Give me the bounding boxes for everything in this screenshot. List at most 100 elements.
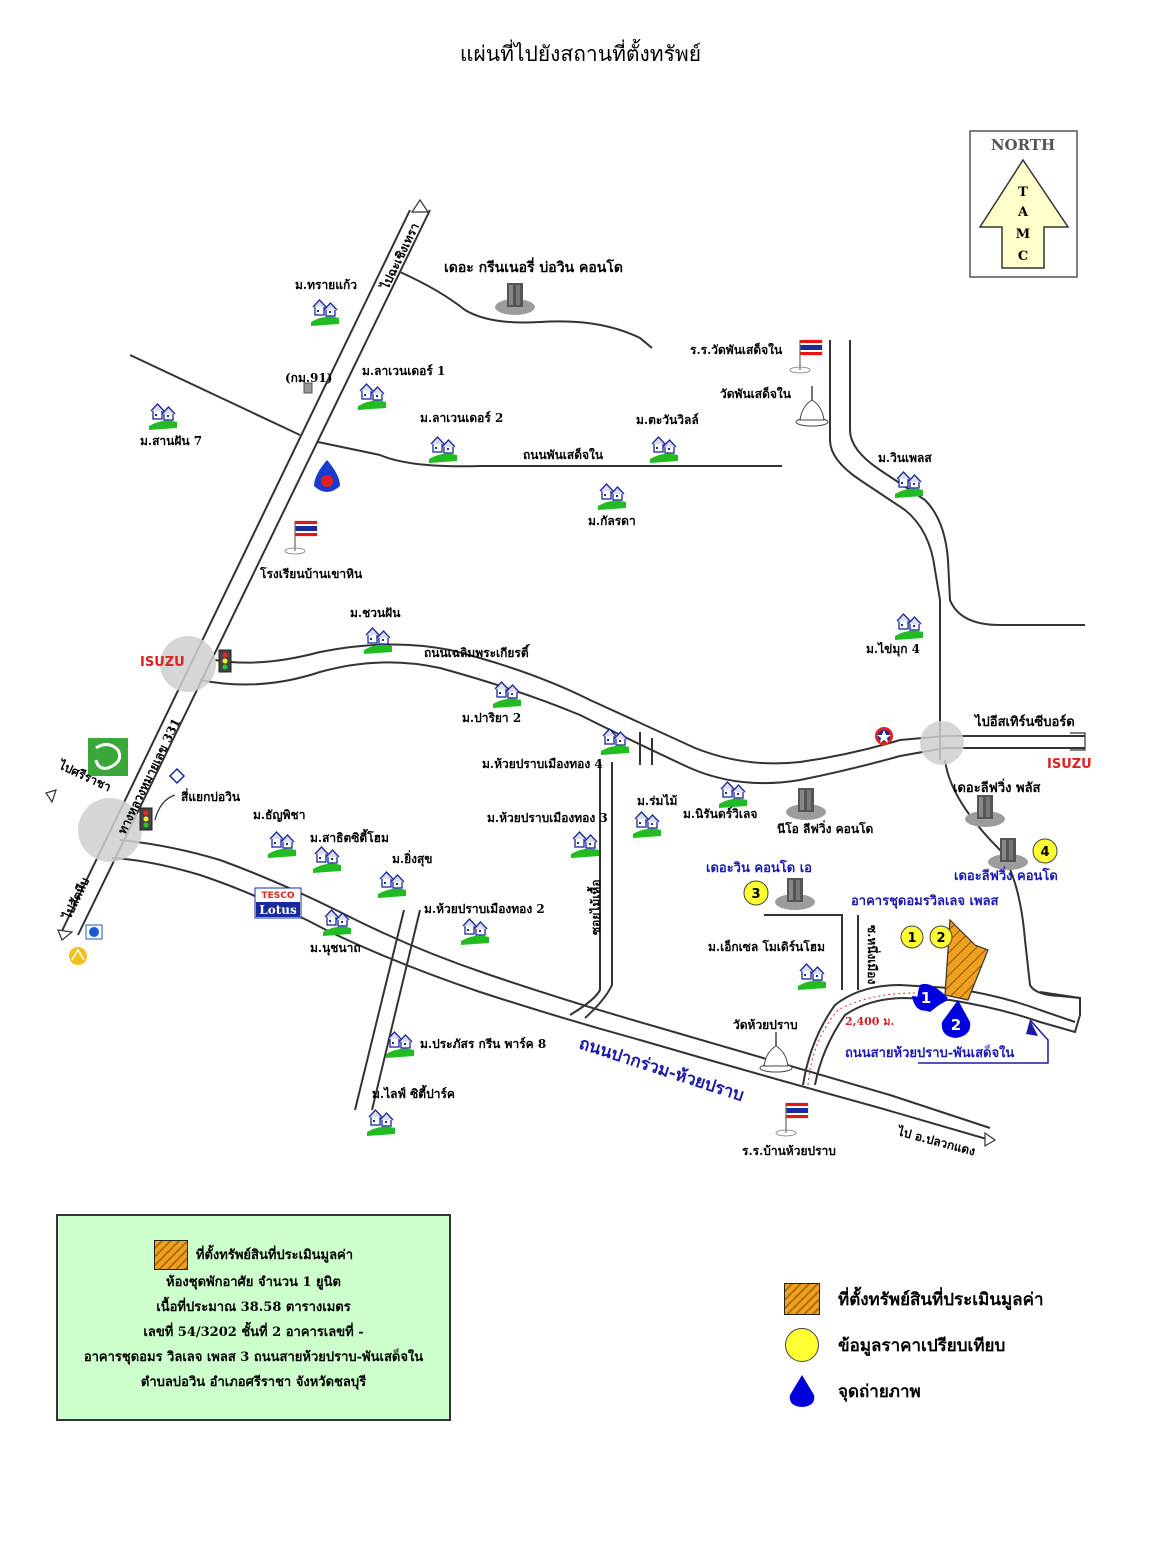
photo-point-2: 2 <box>941 1000 971 1038</box>
subject-property-marker <box>944 918 989 1001</box>
info-head: ที่ตั้งทรัพย์สินที่ประเมินมูลค่า <box>195 1247 354 1263</box>
info-line: เนื้อที่ประมาณ 38.58 ตารางเมตร <box>156 1300 351 1315</box>
road-prapas-west <box>354 909 405 1111</box>
km-marker-icon <box>303 382 313 394</box>
svg-text:4: 4 <box>1040 845 1049 860</box>
road-east-vertical-2 <box>849 340 1085 626</box>
label-sai-kaeo: ม.ทรายแก้ว <box>295 278 357 292</box>
label-kanlada: ม.กัลรดา <box>588 514 636 528</box>
gas-station-icon <box>314 460 340 492</box>
label-pariya-2: ม.ปาริยา 2 <box>462 711 521 725</box>
temple-icon <box>795 385 829 427</box>
house-icon <box>366 1109 396 1137</box>
property-hatch-icon <box>784 1283 820 1315</box>
label-chuanfan: ม.ชวนฝัน <box>350 606 401 620</box>
label-excel-home: ม.เอ็กเซล โมเดิร์นโฮม <box>708 939 825 954</box>
road-prapas-east <box>371 909 421 1111</box>
bank-logo-icon <box>88 738 128 776</box>
road-pointer-head <box>1026 1020 1038 1036</box>
house-icon <box>894 613 924 641</box>
condo-icon <box>775 878 815 910</box>
info-line: อาคารชุดอมร วิลเลจ เพลส 3 ถนนสายห้วยปราบ… <box>83 1350 424 1365</box>
legend-row-property: ที่ตั้งทรัพย์สินที่ประเมินมูลค่า <box>782 1276 1044 1322</box>
condo-icon <box>495 283 535 315</box>
label-wat-phan-sadet: วัดพันเสด็จใน <box>720 386 792 401</box>
svg-text:3: 3 <box>751 887 760 902</box>
north-letter-c: C <box>1018 249 1028 264</box>
label-rommai: ม.ร่มไม้ <box>637 793 677 808</box>
road-end-arrows <box>45 198 997 1148</box>
house-icon <box>492 681 522 709</box>
house-icon <box>385 1031 415 1059</box>
house-icon <box>797 963 827 991</box>
bank-icon <box>69 947 87 965</box>
label-leaf-plus: เดอะลีฟวิ่ง พลัส <box>953 778 1041 796</box>
label-sathit-city: ม.สาธิตซิตี้โฮม <box>310 828 389 845</box>
comparable-3: 3 <box>743 880 769 906</box>
soi-nue-mueang-a <box>764 914 843 990</box>
label-leaf-condo: เดอะลีฟวิ่ง คอนโด <box>954 866 1058 884</box>
north-label: NORTH <box>991 136 1055 154</box>
comparable-1: 1 <box>900 925 924 949</box>
svg-text:Lotus: Lotus <box>259 903 297 917</box>
bank-icon <box>85 924 103 940</box>
label-km91: (กม.91) <box>285 371 332 385</box>
photo-point-1-label: 1 <box>921 989 931 1007</box>
road-sai-huay-prab-north <box>802 983 1076 1086</box>
road-pointer-line <box>918 1019 1049 1064</box>
house-icon <box>649 436 679 464</box>
label-win-place: ม.วินเพลส <box>878 451 932 465</box>
school-flag-icon <box>284 520 318 555</box>
house-icon <box>148 403 178 431</box>
isuzu-logo: ISUZU <box>140 655 185 670</box>
condo-icon <box>786 788 826 820</box>
tesco-lotus-logo: TESCO Lotus <box>254 887 302 919</box>
label-life-city: ม.ไลฟ์ ซิตี้ปาร์ค <box>372 1084 455 1101</box>
road-pak-ruam-huay-prab-south <box>119 839 991 1129</box>
school-flag-icon <box>789 339 823 374</box>
svg-text:2: 2 <box>936 931 945 946</box>
label-school-huay-prab: ร.ร.บ้านห้วยปราบ <box>742 1144 836 1158</box>
comparable-4: 4 <box>1032 838 1058 864</box>
road-sanfan <box>129 354 301 436</box>
legend-photo-label: จุดถ่ายภาพ <box>838 1381 921 1402</box>
label-lavender-1: ม.ลาเวนเดอร์ 1 <box>362 364 445 378</box>
label-niran-village: ม.นิรันดร์วิเลจ <box>683 807 757 821</box>
isuzu-logo: ISUZU <box>1047 757 1092 772</box>
distance-label: 2,400 ม. <box>845 1015 894 1028</box>
label-school-phan-sadet: ร.ร.วัดพันเสด็จใน <box>690 342 783 357</box>
legend-property-label: ที่ตั้งทรัพย์สินที่ประเมินมูลค่า <box>838 1289 1044 1310</box>
soi-mai-khua-east <box>584 762 613 1019</box>
condo-icon <box>965 795 1005 827</box>
legend-row-photo: จุดถ่ายภาพ <box>782 1368 1044 1414</box>
road-pak-ruam-huay-prab-north <box>111 857 991 1141</box>
house-icon <box>322 909 352 937</box>
label-to-eastern-seaboard: ไปอีสเทิร์นซีบอร์ด <box>973 713 1075 730</box>
label-prapas-park: ม.ประภัสร กรีน พาร์ค 8 <box>420 1037 546 1051</box>
map-legend: ที่ตั้งทรัพย์สินที่ประเมินมูลค่า ข้อมูลร… <box>782 1276 1044 1414</box>
house-icon <box>428 436 458 464</box>
comparable-circle-icon <box>785 1328 819 1362</box>
house-icon <box>363 627 393 655</box>
property-info-box: ที่ตั้งทรัพย์สินที่ประเมินมูลค่า ห้องชุด… <box>56 1214 451 1421</box>
label-amorn-village: อาคารชุดอมรวิลเลจ เพลส <box>851 894 999 909</box>
label-bowin-junction: สี่แยกบ่อวิน <box>181 788 241 804</box>
north-letter-a: A <box>1017 205 1029 220</box>
label-chaloem-road: ถนนเฉลิมพระเกียรติ์ <box>424 644 530 660</box>
house-icon <box>718 781 748 809</box>
svg-text:1: 1 <box>907 931 916 946</box>
traffic-light-icon <box>218 649 232 673</box>
label-soi-mai-khua: ซอยไม้เหื้อ <box>586 879 603 935</box>
label-nuchanat: ม.นุชนาถ <box>310 941 361 956</box>
label-to-pluak-daeng: ไป อ.ปลวกแดง <box>894 1123 977 1159</box>
photo-point-2-label: 2 <box>951 1016 961 1034</box>
property-hatch-icon <box>153 1240 188 1270</box>
label-the-win-condo: เดอะวิน คอนโด เอ <box>706 859 812 876</box>
road-east-lower <box>944 759 1081 999</box>
label-soi-nue-mueang: ซ.หนึ่งเมือง <box>865 925 881 985</box>
road-east-vertical-1 <box>829 340 941 760</box>
road-chaloem-phrakiat-south <box>199 661 1085 785</box>
info-line: เลขที่ 54/3202 ชั้นที่ 2 อาคารเลขที่ - <box>143 1325 364 1340</box>
road-bowin-link <box>154 794 176 821</box>
